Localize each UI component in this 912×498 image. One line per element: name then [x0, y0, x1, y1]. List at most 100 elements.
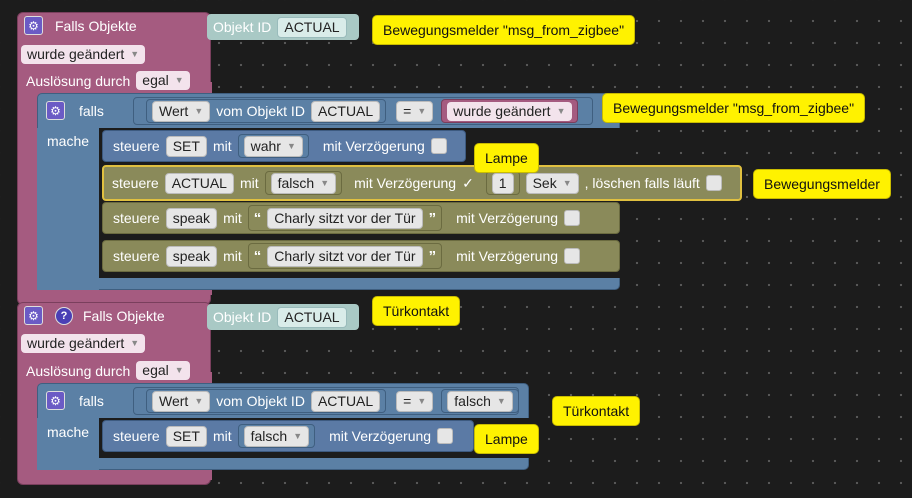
gear-icon[interactable]: ⚙: [46, 391, 65, 410]
delay-label: mit Verzögerung: [329, 428, 432, 444]
from-object-label: vom Objekt ID: [216, 393, 305, 409]
control-statement-2[interactable]: steuere ACTUAL mit falsch▼ mit Verzögeru…: [102, 165, 742, 201]
quote-open-icon: “: [253, 247, 262, 265]
delay-checkbox[interactable]: [564, 248, 581, 264]
trigger-by-label: Auslösung durch: [26, 72, 131, 89]
gear-icon[interactable]: ⚙: [46, 101, 65, 120]
clear-running-label: , löschen falls läuft: [584, 175, 700, 191]
delay-label: mit Verzögerung: [456, 210, 559, 226]
boolean-block[interactable]: falsch▼: [264, 171, 343, 195]
object-id-field[interactable]: ACTUAL: [277, 306, 347, 328]
do-label: mache: [47, 424, 90, 440]
with-label: mit: [223, 210, 242, 226]
trigger-1-title: Falls Objekte: [55, 17, 137, 34]
quote-close-icon: ”: [428, 209, 437, 227]
trigger-1-header: ⚙ Falls Objekte: [24, 16, 137, 35]
value-dropdown[interactable]: Wert▼: [152, 390, 211, 412]
text-field[interactable]: Charly sitzt vor der Tür: [267, 207, 423, 229]
quote-close-icon: ”: [428, 247, 437, 265]
comment-note[interactable]: Türkontakt: [553, 397, 640, 425]
control-statement-3[interactable]: steuere speak mit “ Charly sitzt vor der…: [102, 202, 620, 234]
comment-note[interactable]: Bewegungsmelder "msg_from_zigbee": [373, 16, 635, 44]
text-field[interactable]: Charly sitzt vor der Tür: [267, 245, 423, 267]
control-statement-4[interactable]: steuere speak mit “ Charly sitzt vor der…: [102, 240, 620, 272]
comment-note[interactable]: Bewegungsmelder: [754, 170, 890, 198]
comment-note[interactable]: Türkontakt: [373, 297, 460, 325]
text-block[interactable]: “ Charly sitzt vor der Tür ”: [247, 243, 443, 269]
boolean-dropdown[interactable]: falsch▼: [447, 390, 513, 412]
object-id-field[interactable]: ACTUAL: [310, 100, 381, 122]
object-id-label: Objekt ID: [213, 19, 272, 35]
object-id-block-1[interactable]: Objekt ID ACTUAL: [207, 14, 359, 40]
quote-open-icon: “: [253, 209, 262, 227]
boolean-block[interactable]: falsch▼: [441, 389, 519, 413]
if-header-2: ⚙ falls: [46, 391, 104, 410]
control-label: steuere: [113, 248, 160, 264]
operator-dropdown[interactable]: =▼: [396, 100, 434, 122]
comment-note[interactable]: Lampe: [475, 144, 538, 172]
boolean-dropdown[interactable]: falsch▼: [243, 425, 310, 447]
gear-icon[interactable]: ⚙: [24, 16, 43, 35]
delay-label: mit Verzögerung: [322, 138, 425, 154]
delay-checkbox[interactable]: [437, 428, 454, 444]
question-icon[interactable]: ?: [55, 306, 73, 325]
target-field[interactable]: SET: [165, 425, 207, 447]
with-label: mit: [212, 428, 232, 444]
object-id-field[interactable]: ACTUAL: [310, 390, 381, 412]
trigger-2-title: Falls Objekte: [83, 307, 165, 324]
clear-running-checkbox[interactable]: [705, 175, 722, 191]
from-object-label: vom Objekt ID: [216, 103, 305, 119]
delay-amount-field[interactable]: 1: [491, 172, 514, 194]
control-label: steuere: [113, 138, 160, 154]
target-field[interactable]: speak: [165, 245, 218, 267]
trigger-1-trigger-row: Auslösung durch egal▼: [26, 71, 190, 90]
control-statement-1[interactable]: steuere SET mit wahr▼ mit Verzögerung: [102, 130, 466, 162]
number-block[interactable]: 1: [485, 171, 520, 195]
changed-dropdown[interactable]: wurde geändert▼: [447, 101, 572, 121]
target-field[interactable]: SET: [165, 135, 207, 157]
target-field[interactable]: ACTUAL: [164, 172, 234, 194]
delay-checkbox[interactable]: [564, 210, 581, 226]
delay-unit-dropdown[interactable]: Sek▼: [525, 172, 579, 194]
delay-checkbox[interactable]: [430, 138, 447, 154]
gear-icon[interactable]: ⚙: [24, 306, 43, 325]
with-label: mit: [239, 175, 259, 191]
boolean-block[interactable]: wahr▼: [237, 134, 309, 158]
operator-dropdown[interactable]: =▼: [396, 390, 434, 412]
comment-note[interactable]: Lampe: [475, 425, 538, 453]
do-label: mache: [47, 133, 90, 149]
changed-value-block[interactable]: wurde geändert▼: [441, 99, 578, 123]
with-label: mit: [223, 248, 242, 264]
with-label: mit: [212, 138, 232, 154]
object-id-label: Objekt ID: [213, 309, 272, 325]
value-of-object-block[interactable]: Wert▼ vom Objekt ID ACTUAL: [146, 389, 387, 413]
target-field[interactable]: speak: [165, 207, 218, 229]
text-block[interactable]: “ Charly sitzt vor der Tür ”: [247, 205, 443, 231]
value-of-object-block[interactable]: Wert▼ vom Objekt ID ACTUAL: [146, 99, 387, 123]
control-label: steuere: [112, 175, 159, 191]
trigger-by-dropdown[interactable]: egal▼: [136, 361, 190, 380]
delay-label: mit Verzögerung: [456, 248, 559, 264]
delay-checkmark[interactable]: ✓: [462, 174, 474, 191]
if-block-1-do-bg: [37, 128, 99, 290]
boolean-block[interactable]: falsch▼: [237, 424, 316, 448]
condition-2: Wert▼ vom Objekt ID ACTUAL =▼ falsch▼: [146, 389, 519, 413]
boolean-dropdown[interactable]: wahr▼: [243, 135, 303, 157]
trigger-by-dropdown[interactable]: egal▼: [136, 71, 190, 90]
trigger-by-label: Auslösung durch: [26, 362, 131, 379]
object-id-block-2[interactable]: Objekt ID ACTUAL: [207, 304, 359, 330]
boolean-dropdown[interactable]: falsch▼: [270, 172, 337, 194]
trigger-1-changed-dropdown[interactable]: wurde geändert▼: [21, 45, 146, 64]
comment-note[interactable]: Bewegungsmelder "msg_from_zigbee": [603, 94, 865, 122]
control-statement-5[interactable]: steuere SET mit falsch▼ mit Verzögerung: [102, 420, 474, 452]
trigger-2-changed-dropdown[interactable]: wurde geändert▼: [21, 334, 146, 353]
delay-label: mit Verzögerung: [354, 175, 457, 191]
value-dropdown[interactable]: Wert▼: [152, 100, 211, 122]
if-label: falls: [79, 392, 104, 409]
object-id-field[interactable]: ACTUAL: [277, 16, 347, 38]
control-label: steuere: [113, 428, 160, 444]
trigger-2-trigger-row: Auslösung durch egal▼: [26, 361, 190, 380]
control-label: steuere: [113, 210, 160, 226]
if-header-1: ⚙ falls: [46, 101, 104, 120]
if-block-2-do-bg: [37, 418, 99, 470]
